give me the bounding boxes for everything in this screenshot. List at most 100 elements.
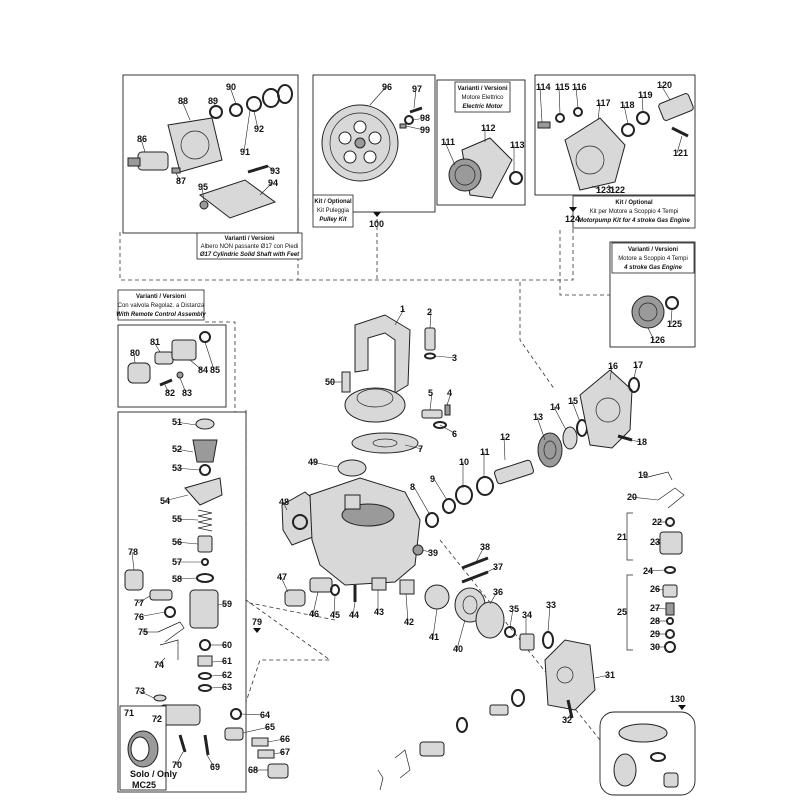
fitting-part-5 xyxy=(421,409,443,419)
knob-part-52 xyxy=(192,439,218,463)
leader-6 xyxy=(439,424,457,435)
gear-inner xyxy=(454,164,476,186)
ring-part-33 xyxy=(542,631,554,649)
leader-117 xyxy=(597,102,601,121)
leader-81 xyxy=(153,341,161,353)
pin-part-19b xyxy=(647,471,673,481)
callout-71: 71 xyxy=(124,708,134,718)
gas-engine-kit-label-box xyxy=(572,195,696,229)
valve-body-part-59 xyxy=(189,589,219,629)
electric-motor-group: Varianti / Versioni Motore Elettrico Ele… xyxy=(436,79,526,206)
leader-1 xyxy=(394,308,405,326)
washer-part-83 xyxy=(176,371,184,379)
pin-part-37 xyxy=(461,570,489,584)
pulley-hole-4 xyxy=(343,150,357,164)
callout-121: 121 xyxy=(673,148,688,158)
leader-48 xyxy=(282,501,288,511)
callout-126: 126 xyxy=(650,335,665,345)
callout-3: 3 xyxy=(452,353,457,363)
callout-112: 112 xyxy=(481,123,496,133)
callout-57: 57 xyxy=(172,557,182,567)
spring-seat xyxy=(489,704,509,716)
leader-26 xyxy=(653,588,664,591)
ring-part-35 xyxy=(504,626,516,638)
leader-23 xyxy=(653,541,661,544)
leader-115 xyxy=(558,86,561,115)
leader-3 xyxy=(434,355,457,359)
group-79-number: 79 xyxy=(252,617,262,627)
leader-54 xyxy=(163,494,189,502)
leader-121 xyxy=(676,135,683,154)
callout-94: 94 xyxy=(268,178,278,188)
gearbox-housing-part-16 xyxy=(579,369,633,449)
callout-38: 38 xyxy=(480,542,490,552)
leader-91 xyxy=(243,109,251,153)
callout-11: 11 xyxy=(480,447,490,457)
seat-part-25b xyxy=(663,772,679,788)
leader-69 xyxy=(206,754,215,768)
electric-motor-line2: Motore Elettrico xyxy=(461,95,504,101)
callout-64: 64 xyxy=(260,710,270,720)
diaphragm-part-36 xyxy=(475,601,505,639)
cap-part-51 xyxy=(195,418,215,430)
adapter-housing-part-117 xyxy=(564,117,626,191)
callout-93: 93 xyxy=(270,166,280,176)
callout-58: 58 xyxy=(172,574,182,584)
ring-part-22 xyxy=(665,517,675,527)
callout-53: 53 xyxy=(172,463,182,473)
callout-45: 45 xyxy=(330,610,340,620)
gas-engine-variant-line2: Motore a Scoppio 4 Tempi xyxy=(618,256,688,262)
electric-motor-label-box xyxy=(454,81,511,113)
pulley-hole-1 xyxy=(353,120,367,134)
fitting-part-77 xyxy=(149,589,173,601)
flange-part-88 xyxy=(167,117,223,173)
clip-part-20b xyxy=(657,487,685,509)
callout-69: 69 xyxy=(210,762,220,772)
remote-control-group: Varianti / Versioni Con valvola Regolaz.… xyxy=(116,289,227,408)
callout-119: 119 xyxy=(638,90,653,100)
callout-21: 21 xyxy=(617,532,627,542)
callout-82: 82 xyxy=(165,388,175,398)
leader-36 xyxy=(489,591,498,605)
shaft-tip xyxy=(127,157,141,167)
callout-78: 78 xyxy=(128,547,138,557)
leader-116 xyxy=(575,86,579,109)
callout-10: 10 xyxy=(459,457,469,467)
gear-part-111 xyxy=(448,158,482,192)
callout-61: 61 xyxy=(222,656,232,666)
callout-87: 87 xyxy=(176,176,186,186)
remote-control-line3: With Remote Control Assembly xyxy=(116,312,206,318)
callout-48: 48 xyxy=(279,497,289,507)
leader-70 xyxy=(175,751,184,766)
shaft-variant-line1: Varianti / Versioni xyxy=(224,236,274,242)
leader-99 xyxy=(405,125,425,131)
pulley-hub xyxy=(354,137,366,149)
pump-cover xyxy=(344,387,406,423)
cap-part-68 xyxy=(267,763,289,779)
leader-82 xyxy=(164,384,170,394)
leader-89 xyxy=(211,100,217,107)
remote-control-line1: Varianti / Versioni xyxy=(136,294,186,300)
gear-126-inner xyxy=(638,302,658,322)
leader-122 xyxy=(607,184,615,191)
callout-26: 26 xyxy=(650,584,660,594)
seal-part-11 xyxy=(476,476,494,496)
callout-72: 72 xyxy=(152,714,162,724)
callout-49: 49 xyxy=(308,457,318,467)
pulley-hole-5 xyxy=(338,131,352,145)
leader-17 xyxy=(633,364,638,379)
diaphragm-kit-group: 130 xyxy=(599,694,696,796)
screw-part-70 xyxy=(178,734,187,753)
kit-130-number: 130 xyxy=(670,694,685,704)
callout-90: 90 xyxy=(226,82,236,92)
fitting-part-43 xyxy=(371,577,387,591)
leader-61 xyxy=(211,660,227,663)
callout-51: 51 xyxy=(172,417,182,427)
callout-29: 29 xyxy=(650,629,660,639)
kit-130-arrow-icon xyxy=(678,705,686,710)
handle-part-1 xyxy=(354,314,411,394)
callout-34: 34 xyxy=(522,610,532,620)
callout-66: 66 xyxy=(280,734,290,744)
callout-99: 99 xyxy=(420,125,430,135)
